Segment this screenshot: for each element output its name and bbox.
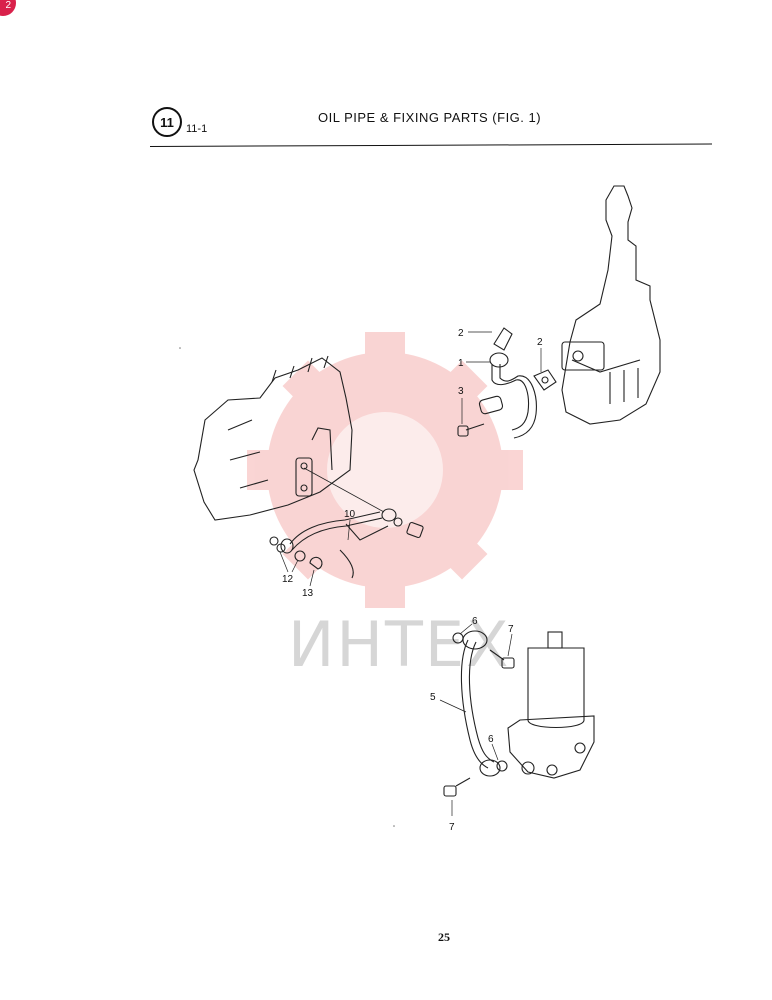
corner-badge: 2 bbox=[0, 0, 16, 16]
callout-2-right: 2 bbox=[537, 337, 543, 348]
callout-3: 3 bbox=[458, 386, 464, 397]
callout-2-upper: 2 bbox=[458, 328, 464, 339]
scan-speck bbox=[393, 825, 395, 827]
callout-7-lower: 7 bbox=[449, 822, 455, 833]
scan-speck bbox=[179, 347, 181, 349]
page-header: 11 11-1 OIL PIPE & FIXING PARTS (FIG. 1) bbox=[149, 106, 712, 152]
leader-lines bbox=[279, 331, 542, 816]
page-title: OIL PIPE & FIXING PARTS (FIG. 1) bbox=[318, 110, 542, 125]
callout-1: 1 bbox=[458, 358, 464, 369]
section-subnumber: 11-1 bbox=[186, 123, 208, 135]
governor-housing-drawing bbox=[561, 185, 661, 425]
section-number-badge: 11 bbox=[152, 107, 182, 137]
callout-7-upper: 7 bbox=[508, 624, 514, 635]
callout-13: 13 bbox=[302, 588, 314, 599]
oil-pipe-10-drawing bbox=[269, 467, 424, 579]
oil-filter-drawing bbox=[507, 631, 595, 779]
watermark-text: ИНТЕХ bbox=[288, 608, 511, 681]
page-number: 25 bbox=[438, 930, 450, 944]
callout-10: 10 bbox=[344, 509, 356, 520]
callout-6-upper: 6 bbox=[472, 616, 478, 627]
callout-6-lower: 6 bbox=[488, 734, 494, 745]
callout-5: 5 bbox=[430, 692, 436, 703]
callout-12: 12 bbox=[282, 574, 294, 585]
watermark-gear-hole-icon bbox=[327, 412, 443, 528]
engine-block-drawing bbox=[193, 355, 353, 521]
oil-pipe-5-drawing bbox=[443, 630, 515, 797]
oil-pipe-1-drawing bbox=[457, 327, 557, 439]
